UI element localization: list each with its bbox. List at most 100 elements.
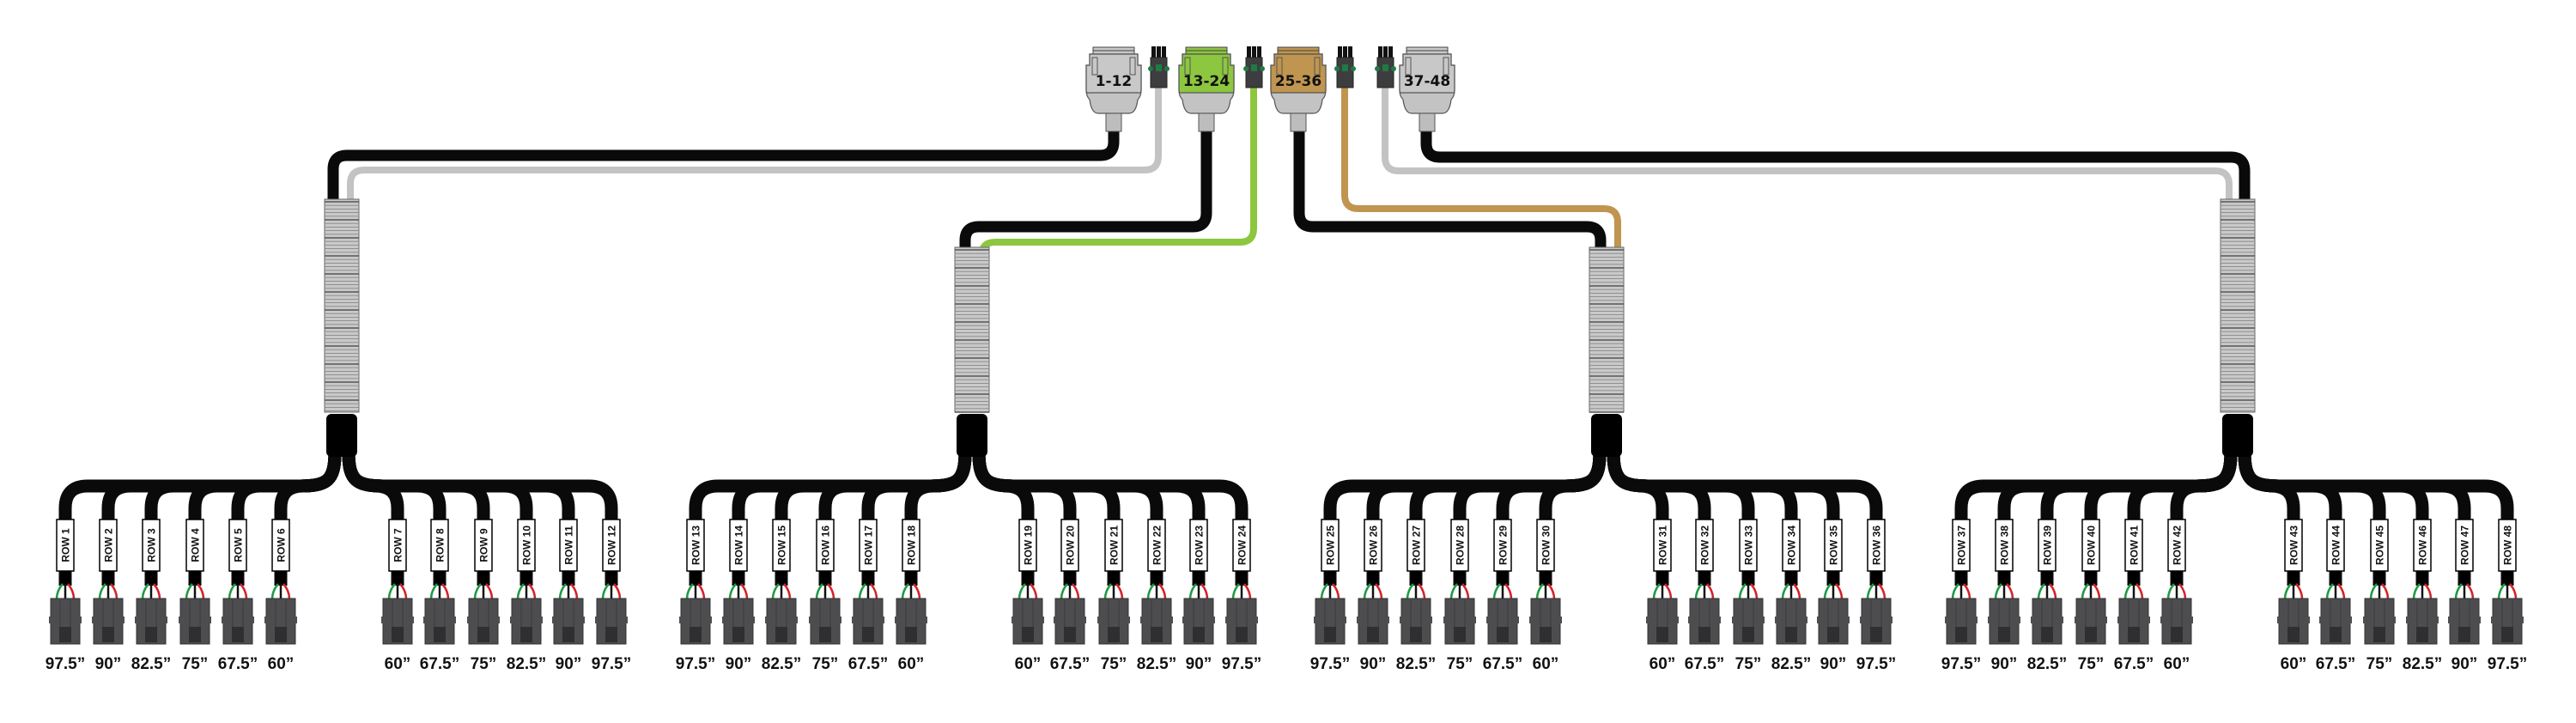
row-drop: ROW 760” [381,519,414,673]
wire-red [485,583,494,600]
row-connector [49,598,82,645]
wire-red [528,583,537,600]
cable-length-label: 75” [471,655,497,673]
cable-length-label: 67.5” [848,655,888,673]
signal-pin [1348,46,1352,58]
cable-length-label: 60” [898,655,925,673]
wire-green [901,583,909,600]
cable-length-label: 75” [182,655,209,673]
row-connector [765,598,798,645]
cable-stub [1151,571,1162,584]
row-label: ROW 39 [2042,526,2054,565]
connector-key [905,627,917,642]
cable-length-label: 67.5” [218,655,258,673]
connector-key [2458,627,2470,642]
wire-green [858,583,866,600]
branch-cable [188,453,342,586]
connector-key [862,627,874,642]
wire-green [2454,583,2463,600]
cable-length-label: 60” [2164,655,2190,673]
wire-red [2006,583,2014,600]
wire-red [870,583,878,600]
cable-length-label: 90” [1360,655,1387,673]
row-connector [1182,598,1215,645]
cable-length-label: 75” [1735,655,1762,673]
row-connector [1097,598,1130,645]
main-plug-37-48: 37-48 [1399,46,1455,132]
junction-block [957,414,987,457]
row-groups: ROW 197.5”ROW 290”ROW 382.5”ROW 475”ROW … [46,198,2527,673]
row-label: ROW 27 [1411,526,1423,565]
connector-key [1540,627,1552,642]
cable-length-label: 97.5” [676,655,715,673]
connector-latch [2448,617,2481,623]
cable-stub [563,571,574,584]
wire-green [558,583,567,600]
signal-pin [1338,46,1342,58]
row-connector [1988,598,2020,645]
signal-latch [1251,64,1257,71]
wire-green [2283,583,2292,600]
connector-latch [264,617,297,623]
connector-latch [2160,617,2193,623]
wire-red [1115,583,1124,600]
signal-pin [1388,46,1393,58]
row-connector [679,598,712,645]
cable-length-label: 97.5” [2488,655,2527,673]
cable-stub [863,571,873,584]
signal-pin [1383,46,1388,58]
connector-latch [467,617,500,623]
cable-stub [1109,571,1119,584]
plug-clip [1222,57,1229,76]
row-label: ROW 3 [146,528,158,562]
connector-latch [1817,617,1850,623]
braided-sleeve [1589,246,1625,413]
connector-latch [2075,617,2107,623]
connector-latch [809,617,841,623]
row-label: ROW 23 [1194,526,1206,565]
wire-red [913,583,921,600]
wire-red [110,583,118,600]
seal-dot [1260,66,1265,71]
braided-sleeve [324,198,360,413]
wire-red [1878,583,1886,600]
row-connector [1486,598,1519,645]
row-label: ROW 42 [2172,526,2184,565]
connector-key [2171,627,2183,642]
wire-red [1418,583,1426,600]
row-label: ROW 4 [190,528,202,562]
signal-connector-body [1376,57,1394,88]
row-label: ROW 11 [563,526,575,565]
connector-latch [2363,617,2396,623]
connector-latch [510,617,543,623]
wire-green [2166,583,2175,600]
row-connector [179,598,211,645]
row-label: ROW 20 [1065,526,1077,565]
connector-latch [1443,617,1476,623]
junction-block [1591,414,1622,457]
signal-latch [1382,64,1388,71]
wire-red [2093,583,2101,600]
wire-green [2037,583,2045,600]
row-connector [1443,598,1476,645]
row-label: ROW 22 [1151,526,1163,565]
row-connector [895,598,927,645]
wire-red [2337,583,2346,600]
row-label: ROW 1 [60,528,72,562]
connector-key [2330,627,2342,642]
connector-key [732,627,744,642]
signal-connector [1243,46,1265,88]
cable-length-label: 82.5” [762,655,801,673]
cable-length-label: 60” [2281,655,2307,673]
row-connector [1529,598,1562,645]
cable-37-48-black [1420,131,2251,206]
row-connector [2319,598,2352,645]
